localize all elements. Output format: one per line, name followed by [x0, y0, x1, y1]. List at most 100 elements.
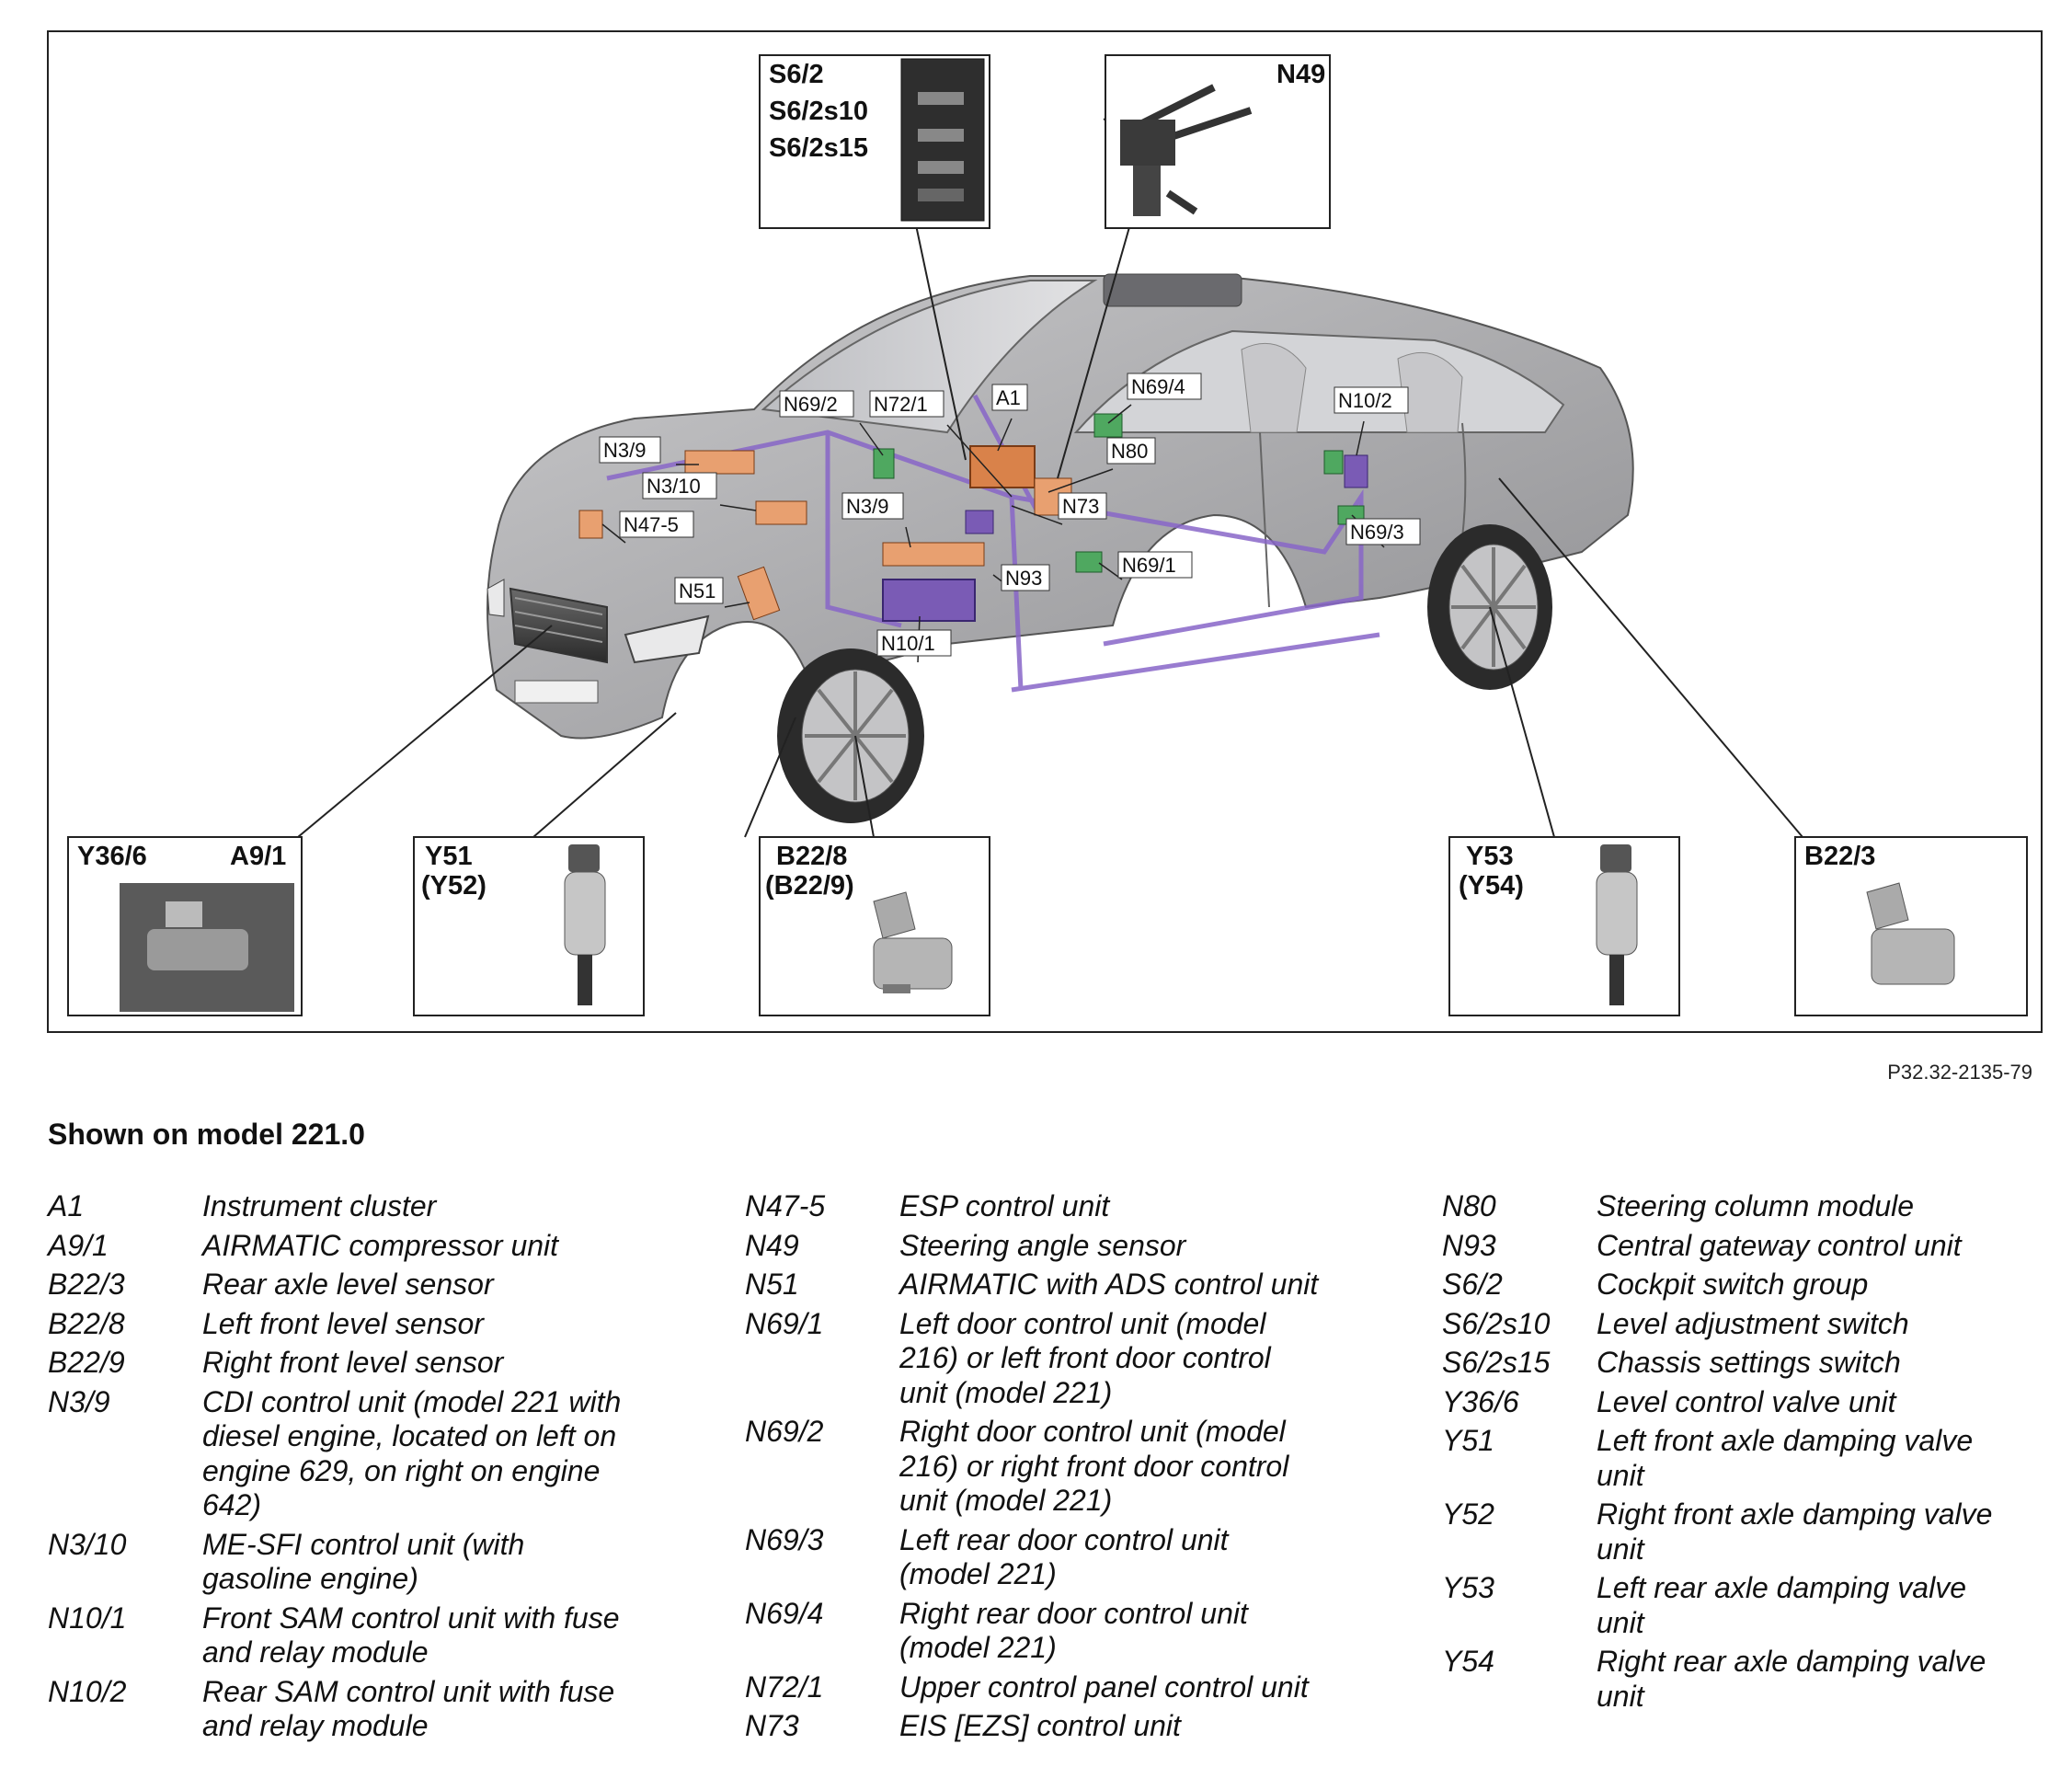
svg-text:Y51 (Y52): Y51 (Y52): [421, 842, 487, 901]
svg-text:N49: N49: [1276, 60, 1325, 89]
legend-description: Right door control unit (model 216) or r…: [899, 1415, 1289, 1517]
legend-description: Left rear axle damping valve unit: [1597, 1571, 1966, 1639]
figure-reference-number: P32.32-2135-79: [1887, 1061, 2032, 1084]
svg-text:N3/10: N3/10: [647, 475, 701, 498]
callout-s6-2: S6/2 S6/2s10 S6/2s15: [759, 54, 990, 229]
legend-description: Instrument cluster: [202, 1189, 437, 1222]
legend-code: B22/3: [48, 1268, 125, 1301]
legend-entry: N69/2 Right door control unit (model 216)…: [745, 1415, 1389, 1519]
callout-y36-a9: Y36/6 A9/1: [67, 836, 303, 1016]
car-label: N69/4: [1127, 373, 1202, 400]
legend-code: S6/2s10: [1442, 1306, 1551, 1340]
svg-text:A1: A1: [996, 386, 1021, 409]
legend-code: N47-5: [745, 1189, 826, 1222]
front-wheel: [777, 648, 924, 823]
legend-code: Y54: [1442, 1645, 1494, 1678]
legend-entry: S6/2s10 Level adjustment switch: [1442, 1307, 2049, 1342]
legend-description: Left rear door control unit (model 221): [899, 1522, 1229, 1591]
legend-code: N3/9: [48, 1384, 110, 1418]
legend-code: N51: [745, 1268, 799, 1301]
legend-entry: N73 EIS [EZS] control unit: [745, 1709, 1389, 1744]
svg-text:N69/3: N69/3: [1350, 521, 1404, 544]
legend-code: A1: [48, 1189, 85, 1222]
legend-entry: Y53 Left rear axle damping valve unit: [1442, 1571, 2049, 1640]
legend-description: Left door control unit (model 216) or le…: [899, 1306, 1271, 1409]
callout-y53: Y53 (Y54): [1448, 836, 1680, 1016]
legend-description: Front SAM control unit with fuse and rel…: [202, 1601, 620, 1669]
legend-code: N80: [1442, 1189, 1496, 1222]
legend-code: N73: [745, 1709, 799, 1742]
component-location-diagram: S6/2 S6/2s10 S6/2s15 N49 Y36/6 A9/1: [47, 30, 2043, 1033]
svg-text:N51: N51: [679, 579, 715, 602]
legend-code: S6/2s15: [1442, 1346, 1551, 1379]
legend-code: Y36/6: [1442, 1384, 1519, 1418]
legend-description: Steering column module: [1597, 1189, 1915, 1222]
legend-description: Level adjustment switch: [1597, 1306, 1909, 1340]
legend-description: Right rear door control unit (model 221): [899, 1596, 1248, 1665]
legend-entry: N10/1 Front SAM control unit with fuse an…: [48, 1601, 692, 1670]
legend-code: N69/2: [745, 1415, 824, 1448]
car-label: N3/10: [642, 472, 717, 499]
legend-description: Rear SAM control unit with fuse and rela…: [202, 1674, 615, 1743]
legend-description: Chassis settings switch: [1597, 1346, 1901, 1379]
legend-code: A9/1: [48, 1228, 109, 1262]
front-grille: [509, 587, 608, 664]
legend-entry: S6/2 Cockpit switch group: [1442, 1268, 2049, 1302]
legend-entry: B22/3 Rear axle level sensor: [48, 1268, 692, 1302]
legend-description: EIS [EZS] control unit: [899, 1709, 1181, 1742]
legend-entry: N80 Steering column module: [1442, 1189, 2049, 1224]
car-label: N72/1: [869, 390, 944, 418]
sunroof: [1103, 273, 1242, 307]
car-label: A1: [991, 384, 1028, 411]
legend-code: Y52: [1442, 1497, 1494, 1531]
legend-code: N10/1: [48, 1601, 127, 1635]
callout-b22-3: B22/3: [1794, 836, 2028, 1016]
legend-description: ME-SFI control unit (with gasoline engin…: [202, 1527, 525, 1596]
car-label: N47-5: [619, 511, 694, 538]
svg-text:Y36/6 A9/1: Y36/6 A9/1: [77, 842, 286, 871]
damper-strut-photo-front: [564, 844, 606, 1005]
car-label: N69/1: [1117, 551, 1193, 579]
callout-b22-8: B22/8 (B22/9): [759, 836, 990, 1016]
legend-code: N93: [1442, 1228, 1496, 1262]
steering-stalk-photo: [1120, 84, 1253, 216]
svg-text:B22/3: B22/3: [1804, 842, 1875, 871]
legend-code: N72/1: [745, 1669, 824, 1704]
legend-code: B22/8: [48, 1306, 125, 1340]
legend-code: N69/3: [745, 1522, 824, 1556]
legend-description: Left front axle damping valve unit: [1597, 1424, 1974, 1492]
svg-text:N10/1: N10/1: [881, 632, 935, 655]
svg-text:N72/1: N72/1: [874, 393, 928, 416]
car-label: N3/9: [841, 492, 904, 520]
car-label: N69/3: [1345, 518, 1421, 545]
legend-code: N49: [745, 1228, 799, 1262]
svg-text:Y53 (Y54): Y53 (Y54): [1459, 842, 1524, 901]
legend-code: N69/4: [745, 1596, 824, 1630]
legend-description: Rear axle level sensor: [202, 1268, 494, 1301]
car-label: N3/9: [599, 436, 661, 464]
legend-code: Y53: [1442, 1571, 1494, 1604]
callout-label-s6-2: S6/2 S6/2s10 S6/2s15: [769, 60, 876, 163]
legend-description: Cockpit switch group: [1597, 1268, 1869, 1301]
car-label: N10/2: [1334, 386, 1409, 414]
car-label: N93: [1001, 564, 1050, 591]
legend-code: B22/9: [48, 1346, 125, 1379]
svg-text:N47-5: N47-5: [624, 513, 679, 536]
callout-n49: N49: [1105, 54, 1331, 229]
legend-description: Right front axle damping valve unit: [1597, 1497, 1993, 1566]
legend-code: S6/2: [1442, 1268, 1503, 1301]
